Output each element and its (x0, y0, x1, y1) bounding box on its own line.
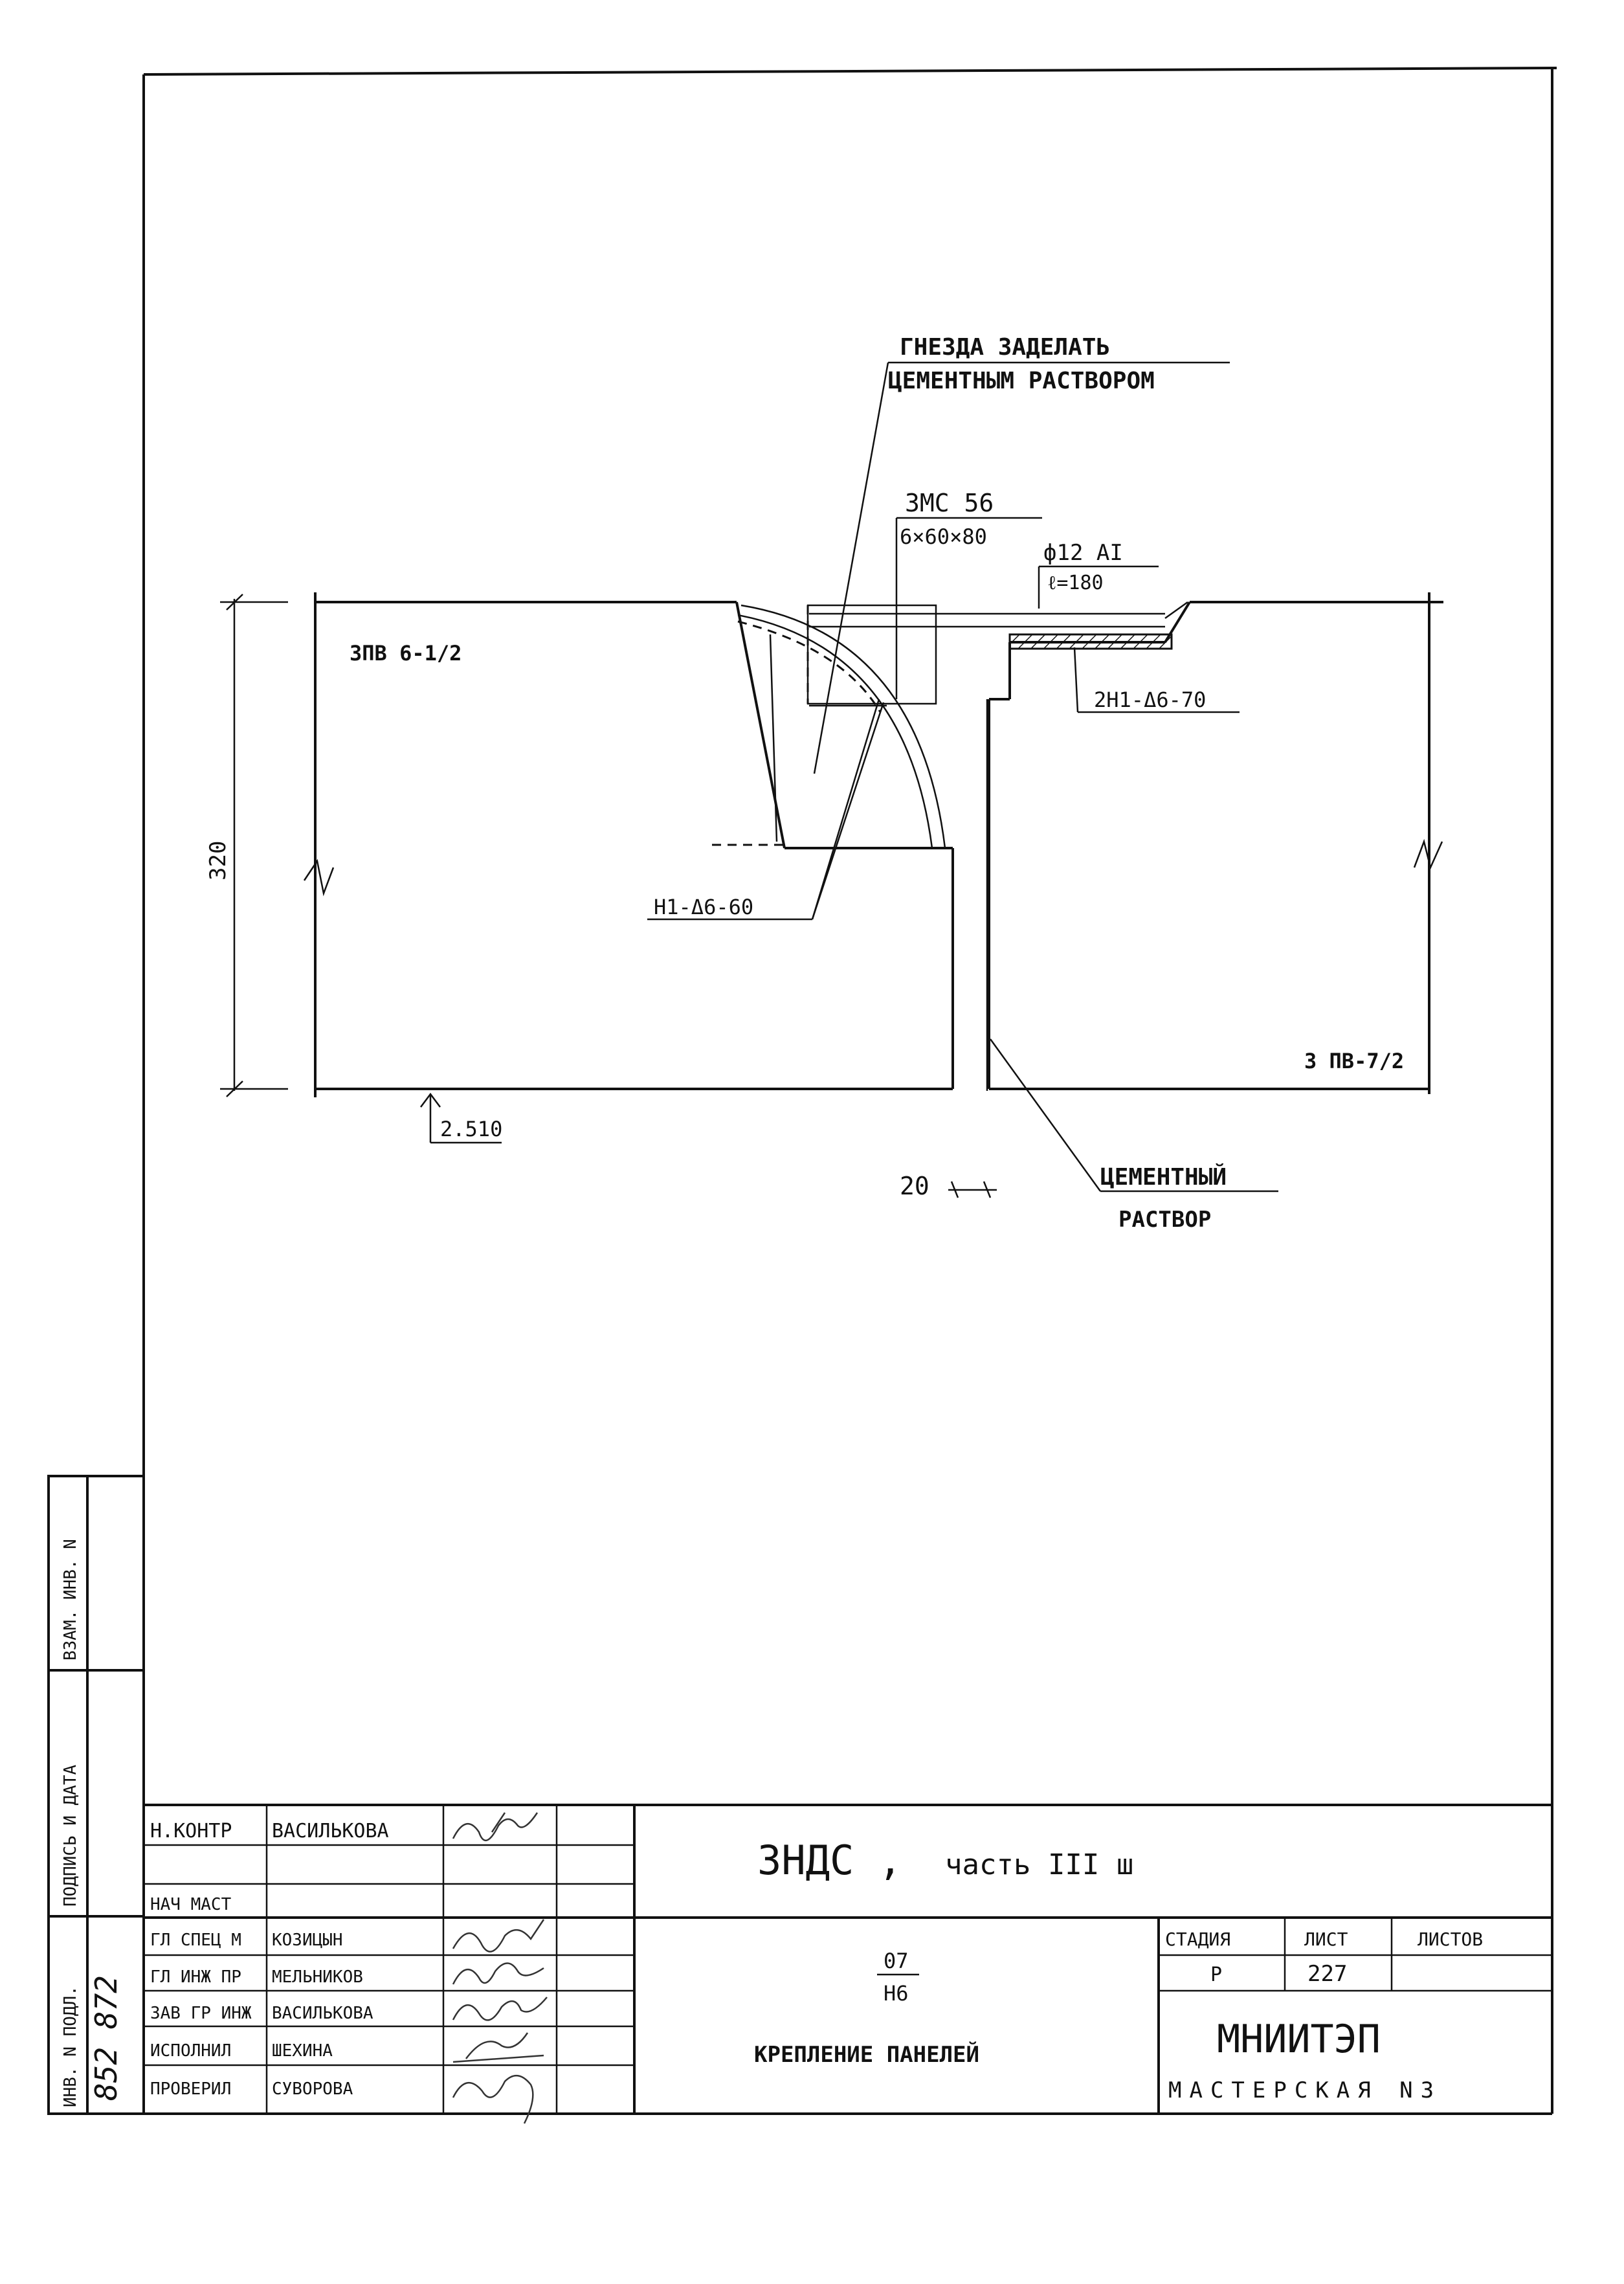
row-role: Н.КОНТР (150, 1820, 232, 1842)
workshop-name: МАСТЕРСКАЯ N3 (1168, 2077, 1441, 2103)
row-name: ВАСИЛЬКОВА (272, 1820, 389, 1842)
row-name: ШЕХИНА (272, 2041, 333, 2061)
code-bottom: Н6 (884, 1981, 909, 2006)
callout-sockets-line2: ЦЕМЕНТНЫМ РАСТВОРОМ (888, 368, 1155, 394)
panel-joint-drawing: ГНЕЗДА ЗАДЕЛАТЬ ЦЕМЕНТНЫМ РАСТВОРОМ ЗМС … (205, 334, 1443, 1233)
callout-mortar-line2: РАСТВОР (1118, 1207, 1211, 1233)
callout-rebar-length: ℓ=180 (1047, 572, 1104, 594)
leader-lines (647, 361, 1278, 1192)
dim-height-label: 320 (205, 841, 231, 880)
level-mark (420, 1092, 502, 1144)
row-role: ИСПОЛНИЛ (150, 2041, 231, 2061)
callout-embedded-size: 6×60×80 (900, 524, 987, 549)
row-name: ВАСИЛЬКОВА (272, 2004, 373, 2023)
side-stamp-replace-inv: ВЗАМ. ИНВ. N (61, 1539, 80, 1661)
title-block: Н.КОНТР ВАСИЛЬКОВА НАЧ МАСТ ГЛ СПЕЦ М КО… (144, 1804, 1552, 2124)
left-panel (303, 592, 954, 1097)
row-role: ПРОВЕРИЛ (150, 2079, 231, 2099)
side-stamp-inv-no: ИНВ. N ПОДЛ. (61, 1986, 80, 2107)
label-right-panel: 3 ПВ-7/2 (1304, 1049, 1404, 1073)
stage-label: СТАДИЯ (1165, 1929, 1230, 1950)
sheet-frame (84, 67, 1557, 2115)
row-name: КОЗИЦЫН (272, 1931, 343, 1950)
row-role: ЗАВ ГР ИНЖ (150, 2004, 252, 2023)
right-panel (988, 592, 1443, 1094)
row-role: НАЧ МАСТ (150, 1895, 232, 1914)
org-name: МНИИТЭП (1217, 2017, 1381, 2062)
sheet-label: ЛИСТ (1304, 1929, 1348, 1950)
callout-sockets-line1: ГНЕЗДА ЗАДЕЛАТЬ (900, 334, 1110, 361)
side-stamp-inv-handwritten: 852 872 (89, 1975, 124, 2101)
project-title: ЗНДС , (757, 1837, 902, 1884)
row-role: ГЛ ИНЖ ПР (150, 1967, 241, 1987)
sheets-label: ЛИСТОВ (1418, 1929, 1483, 1950)
signature-rows: Н.КОНТР ВАСИЛЬКОВА НАЧ МАСТ ГЛ СПЕЦ М КО… (150, 1820, 389, 2099)
callout-mortar-line1: ЦЕМЕНТНЫЙ (1100, 1163, 1227, 1191)
project-part: часть III ш (945, 1848, 1133, 1881)
row-name: СУВОРОВА (272, 2079, 353, 2099)
row-role: ГЛ СПЕЦ М (150, 1931, 241, 1950)
gap-dimension (948, 1181, 997, 1198)
row-name: МЕЛЬНИКОВ (272, 1967, 363, 1987)
side-stamp-sign-date: ПОДПИСЬ И ДАТА (61, 1765, 80, 1907)
callout-weld-lower: Н1-Δ6-60 (654, 895, 753, 919)
sheet-title: КРЕПЛЕНИЕ ПАНЕЛЕЙ (754, 2041, 979, 2068)
dim-gap-label: 20 (900, 1172, 929, 1200)
callout-rebar: ф12 АI (1043, 540, 1123, 566)
side-stamp: ВЗАМ. ИНВ. N ПОДПИСЬ И ДАТА ИНВ. N ПОДЛ.… (47, 1475, 144, 2115)
code-top: 07 (884, 1949, 909, 1973)
stage-value: Р (1210, 1964, 1222, 1986)
signatures (452, 1812, 548, 2124)
joint-details (712, 604, 1173, 1091)
callout-embedded-part: ЗМС 56 (905, 489, 994, 517)
sheet-value: 227 (1307, 1961, 1347, 1987)
dim-level-label: 2.510 (440, 1117, 502, 1141)
label-left-panel: ЗПВ 6-1/2 (350, 641, 462, 666)
height-dimension (220, 594, 288, 1097)
callout-weld-upper: 2Н1-Δ6-70 (1094, 688, 1206, 712)
